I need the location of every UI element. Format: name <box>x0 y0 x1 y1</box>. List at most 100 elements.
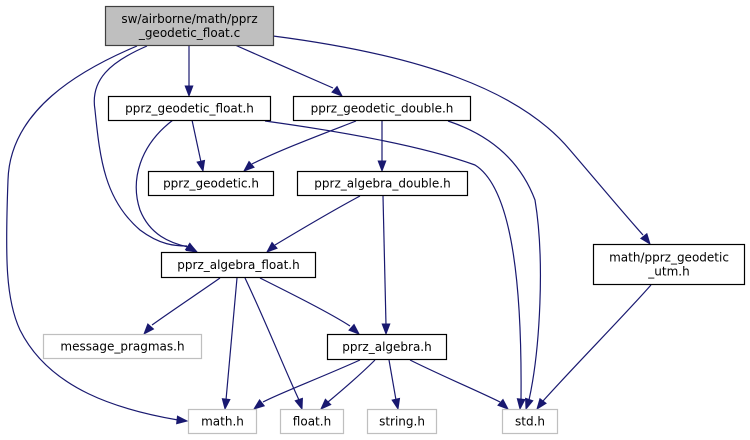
node-box <box>187 408 258 435</box>
node-label: message_pragmas.h <box>60 340 184 354</box>
edge-algebra-h-to-std-h <box>409 359 510 410</box>
node-geodetic-h[interactable]: pprz_geodetic.h <box>147 170 275 197</box>
node-float-h: float.h <box>279 408 345 435</box>
edge-line <box>135 119 189 248</box>
node-box <box>366 408 438 435</box>
edge-algebra-float-h-to-float-h <box>244 277 303 411</box>
node-label: math/pprz_geodetic <box>609 251 729 265</box>
node-string-h: string.h <box>366 408 438 435</box>
arrowhead-icon <box>184 85 194 98</box>
node-algebra-float-h[interactable]: pprz_algebra_float.h <box>160 251 317 279</box>
arrowhead-icon <box>497 398 510 410</box>
node-box <box>501 408 559 435</box>
edge-geodetic-double-h-to-geodetic-h <box>242 120 357 172</box>
node-box <box>292 95 472 122</box>
node-box <box>104 5 275 47</box>
edge-geodetic-double-h-to-algebra-double-h <box>377 120 387 173</box>
edge-line <box>542 284 652 402</box>
arrowhead-icon <box>320 398 332 410</box>
edge-line <box>151 277 221 326</box>
edge-line <box>382 195 387 326</box>
edge-algebra-float-h-to-message-pragmas-h <box>143 277 221 336</box>
node-box <box>42 333 203 360</box>
edge-algebra-float-h-to-algebra-h <box>259 277 361 335</box>
node-math-h: math.h <box>187 408 258 435</box>
edge-algebra-double-h-to-algebra-h <box>381 195 391 336</box>
edge-algebra-h-to-string-h <box>388 359 401 411</box>
node-box <box>326 333 448 361</box>
node-label: math.h <box>201 415 244 429</box>
node-box <box>296 170 469 197</box>
node-box <box>160 251 317 279</box>
node-algebra-double-h[interactable]: pprz_algebra_double.h <box>296 170 469 197</box>
edge-line <box>6 45 179 421</box>
arrowhead-icon <box>185 242 199 253</box>
edge-geodetic-double-h-to-std-h <box>447 120 541 411</box>
edge-line <box>93 45 188 247</box>
arrowhead-icon <box>391 397 401 411</box>
node-label: pprz_algebra_float.h <box>177 258 299 272</box>
node-std-h: std.h <box>501 408 559 435</box>
node-box <box>592 243 746 286</box>
edge-line <box>251 120 357 165</box>
arrowhead-icon <box>143 323 155 336</box>
node-geodetic-double-h[interactable]: pprz_geodetic_double.h <box>292 95 472 122</box>
node-label: _geodetic_float.c <box>138 26 240 40</box>
edge-line <box>327 359 376 403</box>
edge-root-to-geodetic-float-h <box>184 45 194 98</box>
edge-geodetic-float-h-to-std-h <box>264 120 526 411</box>
edge-root-to-geodetic-double-h <box>234 44 344 97</box>
arrowhead-icon <box>252 398 266 410</box>
node-label: sw/airborne/math/pprz <box>121 12 257 26</box>
edge-line <box>259 277 351 327</box>
node-label: std.h <box>515 415 545 429</box>
node-root[interactable]: sw/airborne/math/pprz_geodetic_float.c <box>104 5 275 47</box>
arrowhead-icon <box>516 398 526 411</box>
nodes-layer: sw/airborne/math/pprz_geodetic_float.cpp… <box>42 5 746 435</box>
node-label: pprz_geodetic_float.h <box>125 102 254 116</box>
node-geodetic-float-h[interactable]: pprz_geodetic_float.h <box>107 95 272 122</box>
edge-geodetic-float-h-to-algebra-float-h <box>135 119 199 253</box>
node-box <box>147 170 275 197</box>
arrowhead-icon <box>525 397 534 411</box>
node-box <box>279 408 345 435</box>
arrowhead-icon <box>377 160 387 173</box>
arrowhead-icon <box>536 397 547 411</box>
edge-algebra-double-h-to-algebra-float-h <box>265 195 361 253</box>
edge-root-to-geodetic-utm-h <box>272 35 651 246</box>
edge-geodetic-utm-h-to-std-h <box>536 284 652 411</box>
edge-line <box>234 44 334 89</box>
arrowhead-icon <box>639 232 651 246</box>
edge-root-to-math-h <box>6 45 189 425</box>
edge-line <box>191 119 202 163</box>
node-label: pprz_algebra.h <box>342 340 431 354</box>
arrowhead-icon <box>348 323 361 335</box>
node-message-pragmas-h: message_pragmas.h <box>42 333 203 360</box>
edge-line <box>274 195 361 246</box>
arrowhead-icon <box>242 160 255 172</box>
edge-algebra-float-h-to-math-h <box>221 277 238 411</box>
arrowhead-icon <box>221 398 231 411</box>
edges-layer <box>6 35 652 425</box>
edge-line <box>409 359 501 403</box>
node-box <box>107 95 272 122</box>
edge-line <box>264 120 522 401</box>
node-algebra-h[interactable]: pprz_algebra.h <box>326 333 448 361</box>
edge-geodetic-float-h-to-geodetic-h <box>191 119 206 173</box>
node-label: pprz_geodetic.h <box>163 177 259 191</box>
edge-line <box>244 277 300 401</box>
arrowhead-icon <box>331 85 344 97</box>
arrowhead-icon <box>381 323 391 336</box>
edge-algebra-h-to-math-h <box>252 359 361 410</box>
node-label: _utm.h <box>647 265 689 279</box>
node-geodetic-utm-h[interactable]: math/pprz_geodetic_utm.h <box>592 243 746 286</box>
edge-line <box>262 359 361 403</box>
edge-line <box>225 277 238 401</box>
edge-line <box>272 35 644 236</box>
edge-line <box>388 359 397 401</box>
arrowhead-icon <box>294 397 303 411</box>
arrowhead-icon <box>176 415 189 425</box>
edge-algebra-h-to-float-h <box>320 359 376 410</box>
edge-line <box>447 120 541 401</box>
